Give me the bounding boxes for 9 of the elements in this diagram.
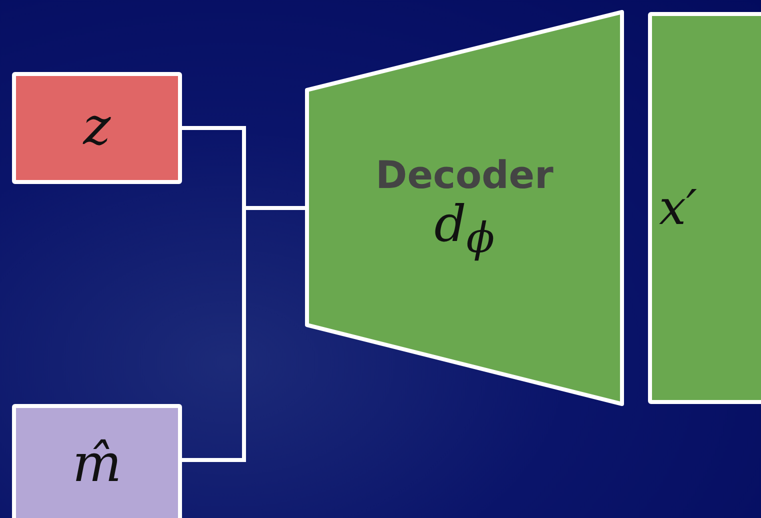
math-symbol: z: [83, 99, 111, 157]
math-symbol: m̂: [72, 436, 122, 494]
variable-box: [12, 404, 182, 518]
node-title: Decoder: [376, 155, 554, 197]
math-symbol: x′: [659, 182, 697, 234]
variable-box: [12, 72, 182, 184]
math-symbol: d$_{ϕ}$: [434, 196, 495, 261]
variable-box: [648, 12, 761, 404]
connector-line: [182, 206, 307, 462]
